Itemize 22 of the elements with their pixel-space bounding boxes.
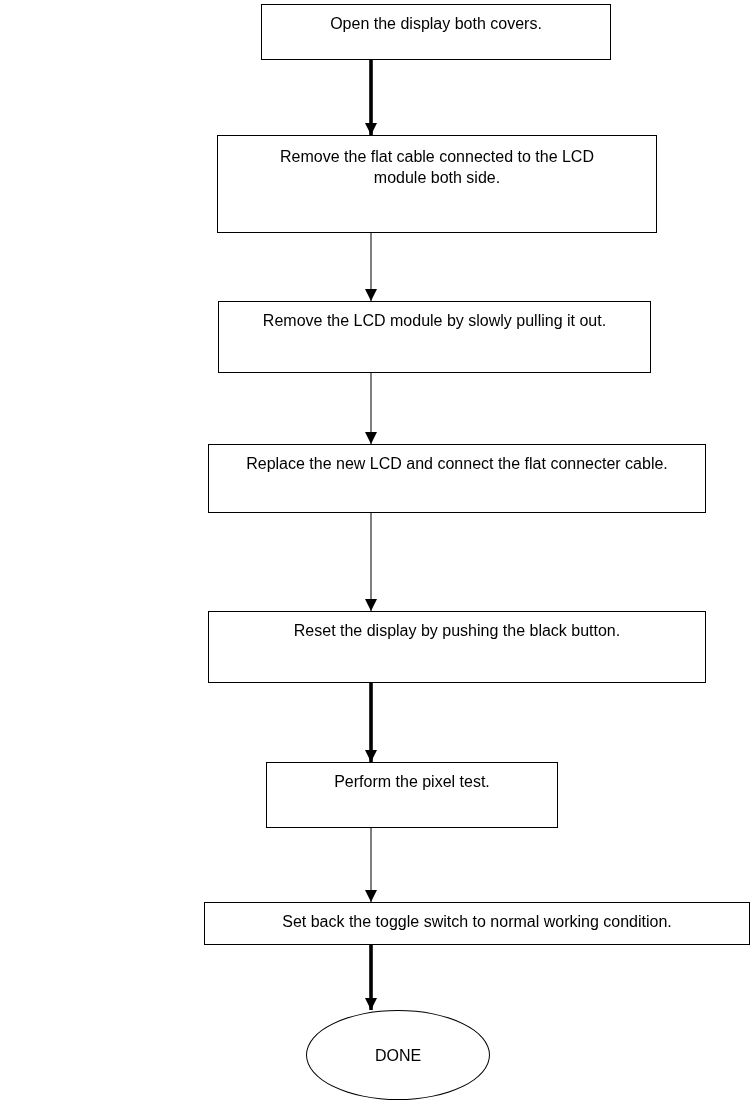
arrow bbox=[365, 232, 377, 302]
process-box bbox=[266, 762, 558, 828]
arrow bbox=[365, 512, 377, 612]
step-text: Set back the toggle switch to normal working condition. bbox=[282, 912, 672, 932]
process-box bbox=[218, 301, 651, 373]
process-box bbox=[204, 902, 750, 945]
process-box bbox=[217, 135, 657, 233]
step-text: Remove the LCD module by slowly pulling it out. bbox=[262, 311, 607, 331]
arrow bbox=[365, 683, 377, 762]
process-box bbox=[261, 4, 611, 60]
arrow bbox=[365, 60, 377, 135]
arrow bbox=[365, 827, 377, 903]
step-text: Remove the flat cable connected to the LCD module both side. bbox=[279, 147, 595, 188]
arrow bbox=[365, 372, 377, 445]
process-box bbox=[208, 444, 706, 513]
step-text: Reset the display by pushing the black button. bbox=[293, 621, 621, 641]
step-text: Open the display both covers. bbox=[330, 14, 542, 34]
step-text: Perform the pixel test. bbox=[334, 772, 490, 792]
process-box bbox=[208, 611, 706, 683]
arrow bbox=[365, 945, 377, 1010]
step-text: Replace the new LCD and connect the flat connecter cable. bbox=[246, 454, 668, 474]
step-text: DONE bbox=[374, 1045, 422, 1066]
